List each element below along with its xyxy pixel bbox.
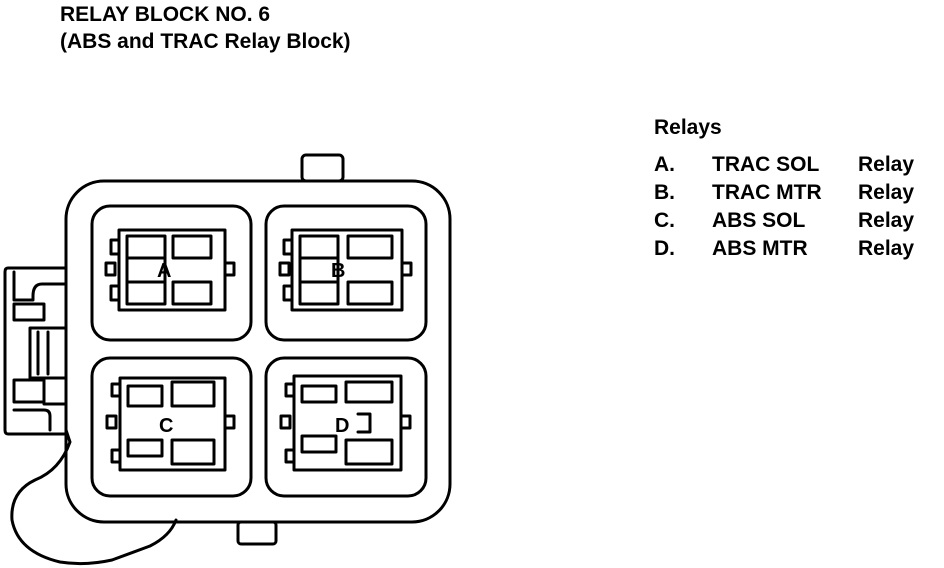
legend-item-letter: B. — [654, 181, 675, 204]
title-line-1: RELAY BLOCK NO. 6 — [60, 3, 271, 26]
legend-item: C. ABS SOL Relay — [654, 207, 914, 235]
bottom-tab — [236, 520, 278, 546]
relay-slot-a — [90, 204, 253, 342]
relay-slot-c — [90, 356, 253, 498]
legend-item-name: TRAC MTR — [712, 181, 822, 204]
legend-item-suffix: Relay — [858, 209, 915, 232]
legend-item-name: ABS SOL — [712, 209, 806, 232]
side-connector — [3, 266, 178, 566]
legend-heading: Relays — [654, 116, 722, 139]
legend-item: B. TRAC MTR Relay — [654, 179, 914, 207]
relay-legend: Relays A. TRAC SOL Relay B. TRAC MTR Rel… — [654, 116, 914, 263]
legend-item-suffix: Relay — [858, 237, 915, 260]
relay-slot-d — [264, 356, 428, 498]
slot-label-b: B — [331, 260, 345, 282]
top-tab — [300, 153, 345, 183]
relay-block-housing — [64, 179, 452, 524]
title-line-2: (ABS and TRAC Relay Block) — [60, 30, 351, 53]
legend-item-letter: D. — [654, 237, 675, 260]
legend-item: D. ABS MTR Relay — [654, 235, 914, 263]
legend-item-suffix: Relay — [858, 181, 915, 204]
legend-item-name: TRAC SOL — [712, 153, 820, 176]
slot-label-a: A — [157, 260, 171, 282]
legend-item: A. TRAC SOL Relay — [654, 151, 914, 179]
legend-item-name: ABS MTR — [712, 237, 808, 260]
slot-label-d: D — [335, 415, 349, 437]
legend-item-suffix: Relay — [858, 153, 915, 176]
relay-slot-b — [264, 204, 428, 342]
legend-item-letter: A. — [654, 153, 675, 176]
diagram-title: RELAY BLOCK NO. 6 (ABS and TRAC Relay Bl… — [60, 1, 351, 55]
legend-item-letter: C. — [654, 209, 675, 232]
slot-label-c: C — [159, 415, 173, 437]
